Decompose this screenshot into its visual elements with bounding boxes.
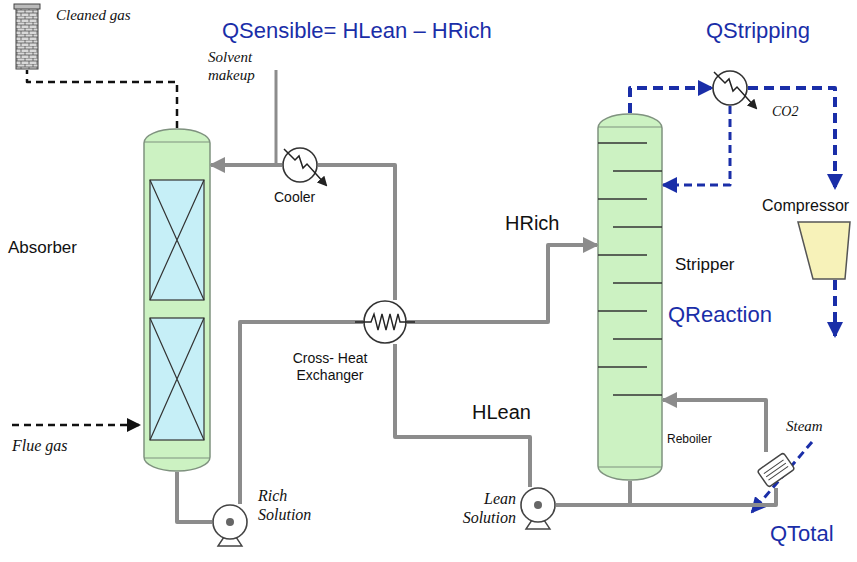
stream-label: HRich: [503, 212, 561, 235]
absorber-column: Absorber: [143, 128, 211, 472]
rich-pump-shape: [212, 504, 248, 540]
lean-pump-shape: [520, 487, 556, 523]
rich-pump: Rich Solution: [212, 504, 248, 540]
pump-casing: [521, 488, 555, 522]
tray: [613, 338, 662, 340]
steam-arrow: [752, 442, 812, 512]
stack-body: [16, 8, 38, 69]
annotation-label: QTotal: [770, 521, 834, 547]
co2-out-arrow: [833, 280, 837, 336]
condenser-shape: [712, 70, 748, 106]
column-shell: [144, 129, 210, 471]
packing-cross: [150, 180, 204, 300]
stack-cap: [14, 4, 40, 9]
stripper-column-shape: [597, 113, 663, 481]
tray: [598, 198, 647, 200]
reboiler-shape: [758, 452, 794, 488]
annotation-label: QReaction: [668, 302, 772, 328]
cross-heat-exchanger: Cross- Heat Exchanger: [363, 300, 407, 344]
process-stream: [630, 88, 712, 113]
process-stream: [630, 481, 776, 505]
node-label: Stripper: [675, 255, 735, 275]
column-seam: [144, 142, 210, 458]
coil-arrow: [714, 72, 756, 108]
tray: [613, 170, 662, 172]
packing-bed: [150, 180, 204, 300]
annotation-label: Flue gas: [12, 436, 68, 455]
annotation-label: Steam: [786, 417, 823, 435]
compressor: Compressor: [795, 188, 853, 280]
stripper-column: Stripper: [597, 113, 663, 481]
node-label: Cross- Heat Exchanger: [278, 350, 382, 384]
pump-eye: [226, 518, 234, 526]
exchanger-coil: [355, 314, 415, 330]
process-stream: [663, 106, 730, 185]
node-label: Lean Solution: [458, 489, 516, 527]
condenser: QStripping: [712, 70, 748, 106]
node-label: Reboiler: [667, 432, 712, 446]
process-stream: [407, 245, 597, 322]
reboiler-tubes: [764, 460, 788, 480]
process-stream: [177, 472, 212, 522]
node-label: Cleaned gas: [56, 6, 131, 24]
process-stream: [663, 400, 766, 452]
node-label: Cooler: [274, 189, 315, 206]
reboiler: Reboiler: [758, 452, 794, 488]
chimney-stack: Cleaned gas: [15, 4, 39, 70]
column-shell: [598, 114, 662, 480]
tray: [598, 310, 647, 312]
compressor-body: [798, 222, 850, 279]
process-stream: [556, 481, 630, 505]
cooler: Cooler: [282, 147, 318, 183]
node-label: Rich Solution: [258, 486, 328, 524]
makeup-line: [275, 70, 278, 163]
tray: [598, 366, 647, 368]
tray: [613, 226, 662, 228]
tray: [598, 254, 647, 256]
tray: [613, 282, 662, 284]
chimney-stack-shape: [15, 4, 39, 70]
node-label: QStripping: [706, 18, 810, 44]
node-label: Compressor: [762, 196, 849, 215]
cross-heat-exchanger-shape: [363, 300, 407, 344]
tray: [598, 142, 647, 144]
annotation-label: Solvent makeup: [208, 48, 270, 84]
annotation-label: CO2: [772, 104, 798, 121]
process-stream: [240, 322, 363, 504]
process-stream: [318, 165, 395, 300]
column-seam: [598, 127, 662, 467]
packing-bed: [150, 318, 204, 440]
packing-cross: [150, 318, 204, 440]
coil-arrow: [284, 149, 326, 185]
absorber-column-shape: [143, 128, 211, 472]
cooler-shape: [282, 147, 318, 183]
process-stream: [748, 88, 835, 188]
process-stream: [211, 163, 282, 167]
annotation-label: QSensible= HLean – HRich: [222, 18, 492, 44]
stream-label: HLean: [470, 401, 533, 424]
pump-casing: [213, 505, 247, 539]
lean-pump: Lean Solution: [520, 487, 556, 523]
process-stream: [27, 70, 177, 128]
node-label: Absorber: [8, 238, 77, 258]
tray: [613, 394, 662, 396]
reboiler-shell: [757, 453, 795, 488]
flue-gas-arrow: [12, 424, 139, 427]
pump-eye: [534, 501, 542, 509]
